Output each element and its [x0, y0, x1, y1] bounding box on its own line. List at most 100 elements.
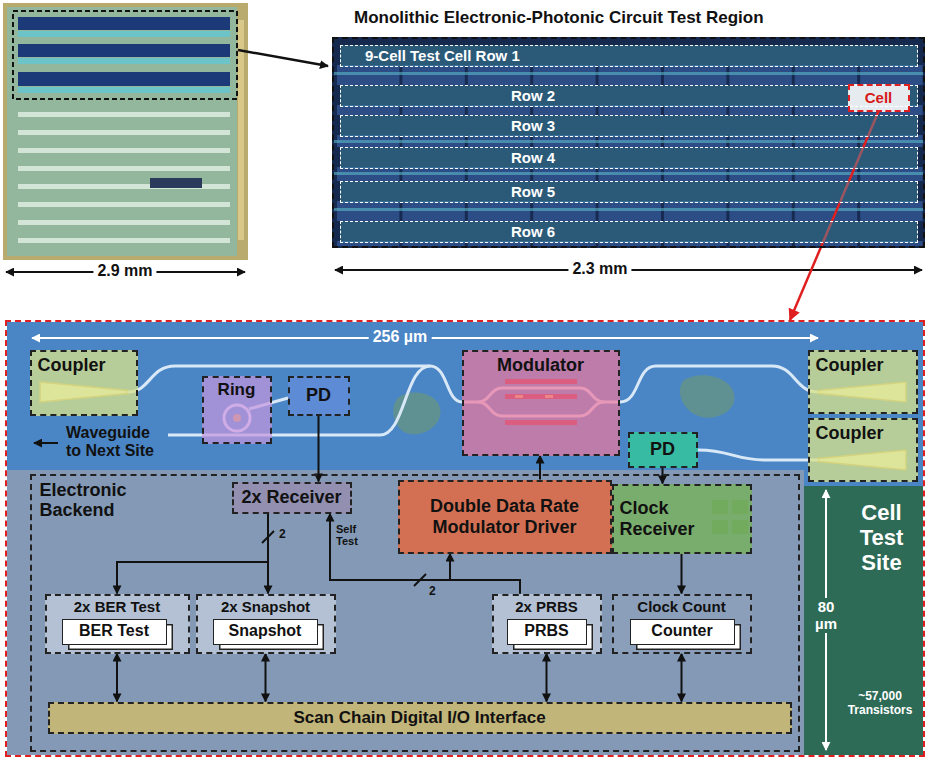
waveguide-streak: [334, 208, 923, 211]
row-band: Cell Row 2: [340, 85, 918, 107]
node-label: Row 6: [511, 223, 555, 240]
connector-arrow: [681, 554, 683, 594]
dimension-label: 2.3 mm: [568, 260, 631, 278]
side-ground: [804, 486, 923, 755]
cell-strip: [334, 65, 923, 85]
node-label: 2x Receiver: [241, 487, 341, 508]
node-label: BER Test: [79, 622, 149, 640]
dimension-label: 256 µm: [369, 328, 432, 346]
row-band: Row 3: [340, 115, 918, 137]
node-label: Row 5: [511, 183, 555, 200]
connector-arrow: [265, 654, 267, 702]
connector-arrow: [267, 514, 269, 594]
connector-arrow: [117, 514, 268, 594]
connector-arrow: [790, 112, 879, 321]
node-label: Double Data Rate Modulator Driver: [405, 496, 605, 537]
chip-die: [3, 3, 248, 260]
zoom-frame: [13, 11, 237, 99]
block-unit: PRBS: [507, 619, 587, 645]
ring-box: Ring: [202, 376, 272, 444]
photodetector-box: PD: [288, 376, 350, 416]
node-label: Cell: [865, 89, 893, 106]
node-label: Scan Chain Digital I/O Interface: [293, 708, 545, 728]
node-label: Coupler: [816, 423, 884, 444]
test-region-box: 9-Cell Test Cell Row 1 Cell Row 2 Row 3 Row …: [332, 37, 925, 248]
driver-box: Double Data Rate Modulator Driver: [398, 480, 612, 554]
connector-arrow: [318, 416, 320, 482]
heading-label: Cell Test Site: [842, 500, 922, 576]
dimension-label: 2.9 mm: [93, 262, 156, 280]
coupler-box: Coupler: [30, 350, 138, 416]
clock-receiver-box: Clock Receiver: [612, 484, 752, 554]
node-label: Row 4: [511, 149, 555, 166]
transistor-count: ~57,000 Transistors: [838, 690, 922, 718]
block-unit: BER Test: [62, 619, 167, 645]
chip-core: [7, 7, 237, 256]
modulator-box: Modulator: [462, 350, 620, 456]
waveguide-streak: [334, 172, 923, 175]
node-label: Row 3: [511, 117, 555, 134]
electronic-ground: [7, 470, 804, 755]
cell-photo: [7, 322, 923, 755]
connector-arrow: [116, 654, 118, 702]
block-group: Counter Clock Count: [612, 594, 752, 654]
node-label: Clock Count: [637, 598, 725, 615]
chip-stripe: [18, 220, 230, 225]
node-label: Clock Receiver: [620, 498, 710, 539]
node-label: PD: [650, 439, 675, 460]
chip-row: [18, 72, 230, 86]
coupler-box: Coupler: [808, 418, 918, 482]
node-label: 2x BER Test: [74, 598, 160, 615]
node-label: Modulator: [497, 355, 584, 376]
node-label: 2x Snapshot: [221, 598, 310, 615]
block-group: PRBS 2x PRBS: [492, 594, 602, 654]
chip-row: [18, 31, 230, 37]
chip-pads: [238, 20, 244, 240]
node-label: Row 2: [511, 87, 555, 104]
dimension-label: 80 µm: [810, 598, 842, 633]
row-band: 9-Cell Test Cell Row 1: [340, 45, 918, 67]
region-ground: [332, 37, 925, 248]
chip-stripe: [18, 130, 230, 135]
chip-stripe: [18, 166, 230, 171]
chip-photo: [3, 3, 248, 260]
coupler-box: Coupler: [808, 350, 918, 414]
row-band: Row 4: [340, 147, 918, 169]
connector-arrow: [539, 456, 541, 480]
waveguide: [620, 366, 818, 402]
chip-stripe: [18, 238, 230, 243]
row-band: Row 5: [340, 181, 918, 203]
photodetector-box: PD: [628, 432, 698, 468]
clock-waveguide: [698, 450, 818, 460]
connector-arrow: [681, 654, 683, 702]
block-group: Snapshot 2x Snapshot: [196, 594, 336, 654]
heading-label: Monolithic Electronic-Photonic Circuit T…: [354, 8, 914, 28]
test-region-photo: [332, 37, 925, 248]
cell-test-site-box: CouplerRingPDModulatorCouplerPDCoupler2x…: [5, 320, 925, 757]
waveguide-label: Waveguide to Next Site: [62, 424, 162, 461]
cell-highlight-box: Cell: [848, 84, 910, 112]
block-unit: Snapshot: [213, 619, 318, 645]
node-label: Counter: [651, 622, 712, 640]
connector-arrow: [450, 554, 520, 594]
fill-pattern: [680, 375, 734, 417]
photonic-ground: [7, 322, 923, 755]
node-label: PD: [306, 385, 331, 406]
chip-row: [18, 87, 230, 93]
node-label: Coupler: [816, 355, 884, 376]
node-label: Snapshot: [229, 622, 302, 640]
zoom-arrow: [238, 50, 328, 66]
chip-stripe: [18, 148, 230, 153]
node-label: 9-Cell Test Cell Row 1: [365, 47, 520, 64]
edge-label: 2: [428, 585, 437, 598]
cell-strip: [334, 167, 923, 181]
chip-row: [18, 44, 230, 57]
node-label: 2x PRBS: [515, 598, 578, 615]
chip-stripe: [18, 202, 230, 207]
node-label: Electronic Backend: [40, 480, 150, 521]
connector-arrow: [546, 654, 548, 702]
edge-label: 2: [278, 528, 287, 541]
node-label: Ring: [218, 380, 256, 400]
node-label: PRBS: [524, 622, 568, 640]
waveguide-streak: [334, 72, 923, 75]
